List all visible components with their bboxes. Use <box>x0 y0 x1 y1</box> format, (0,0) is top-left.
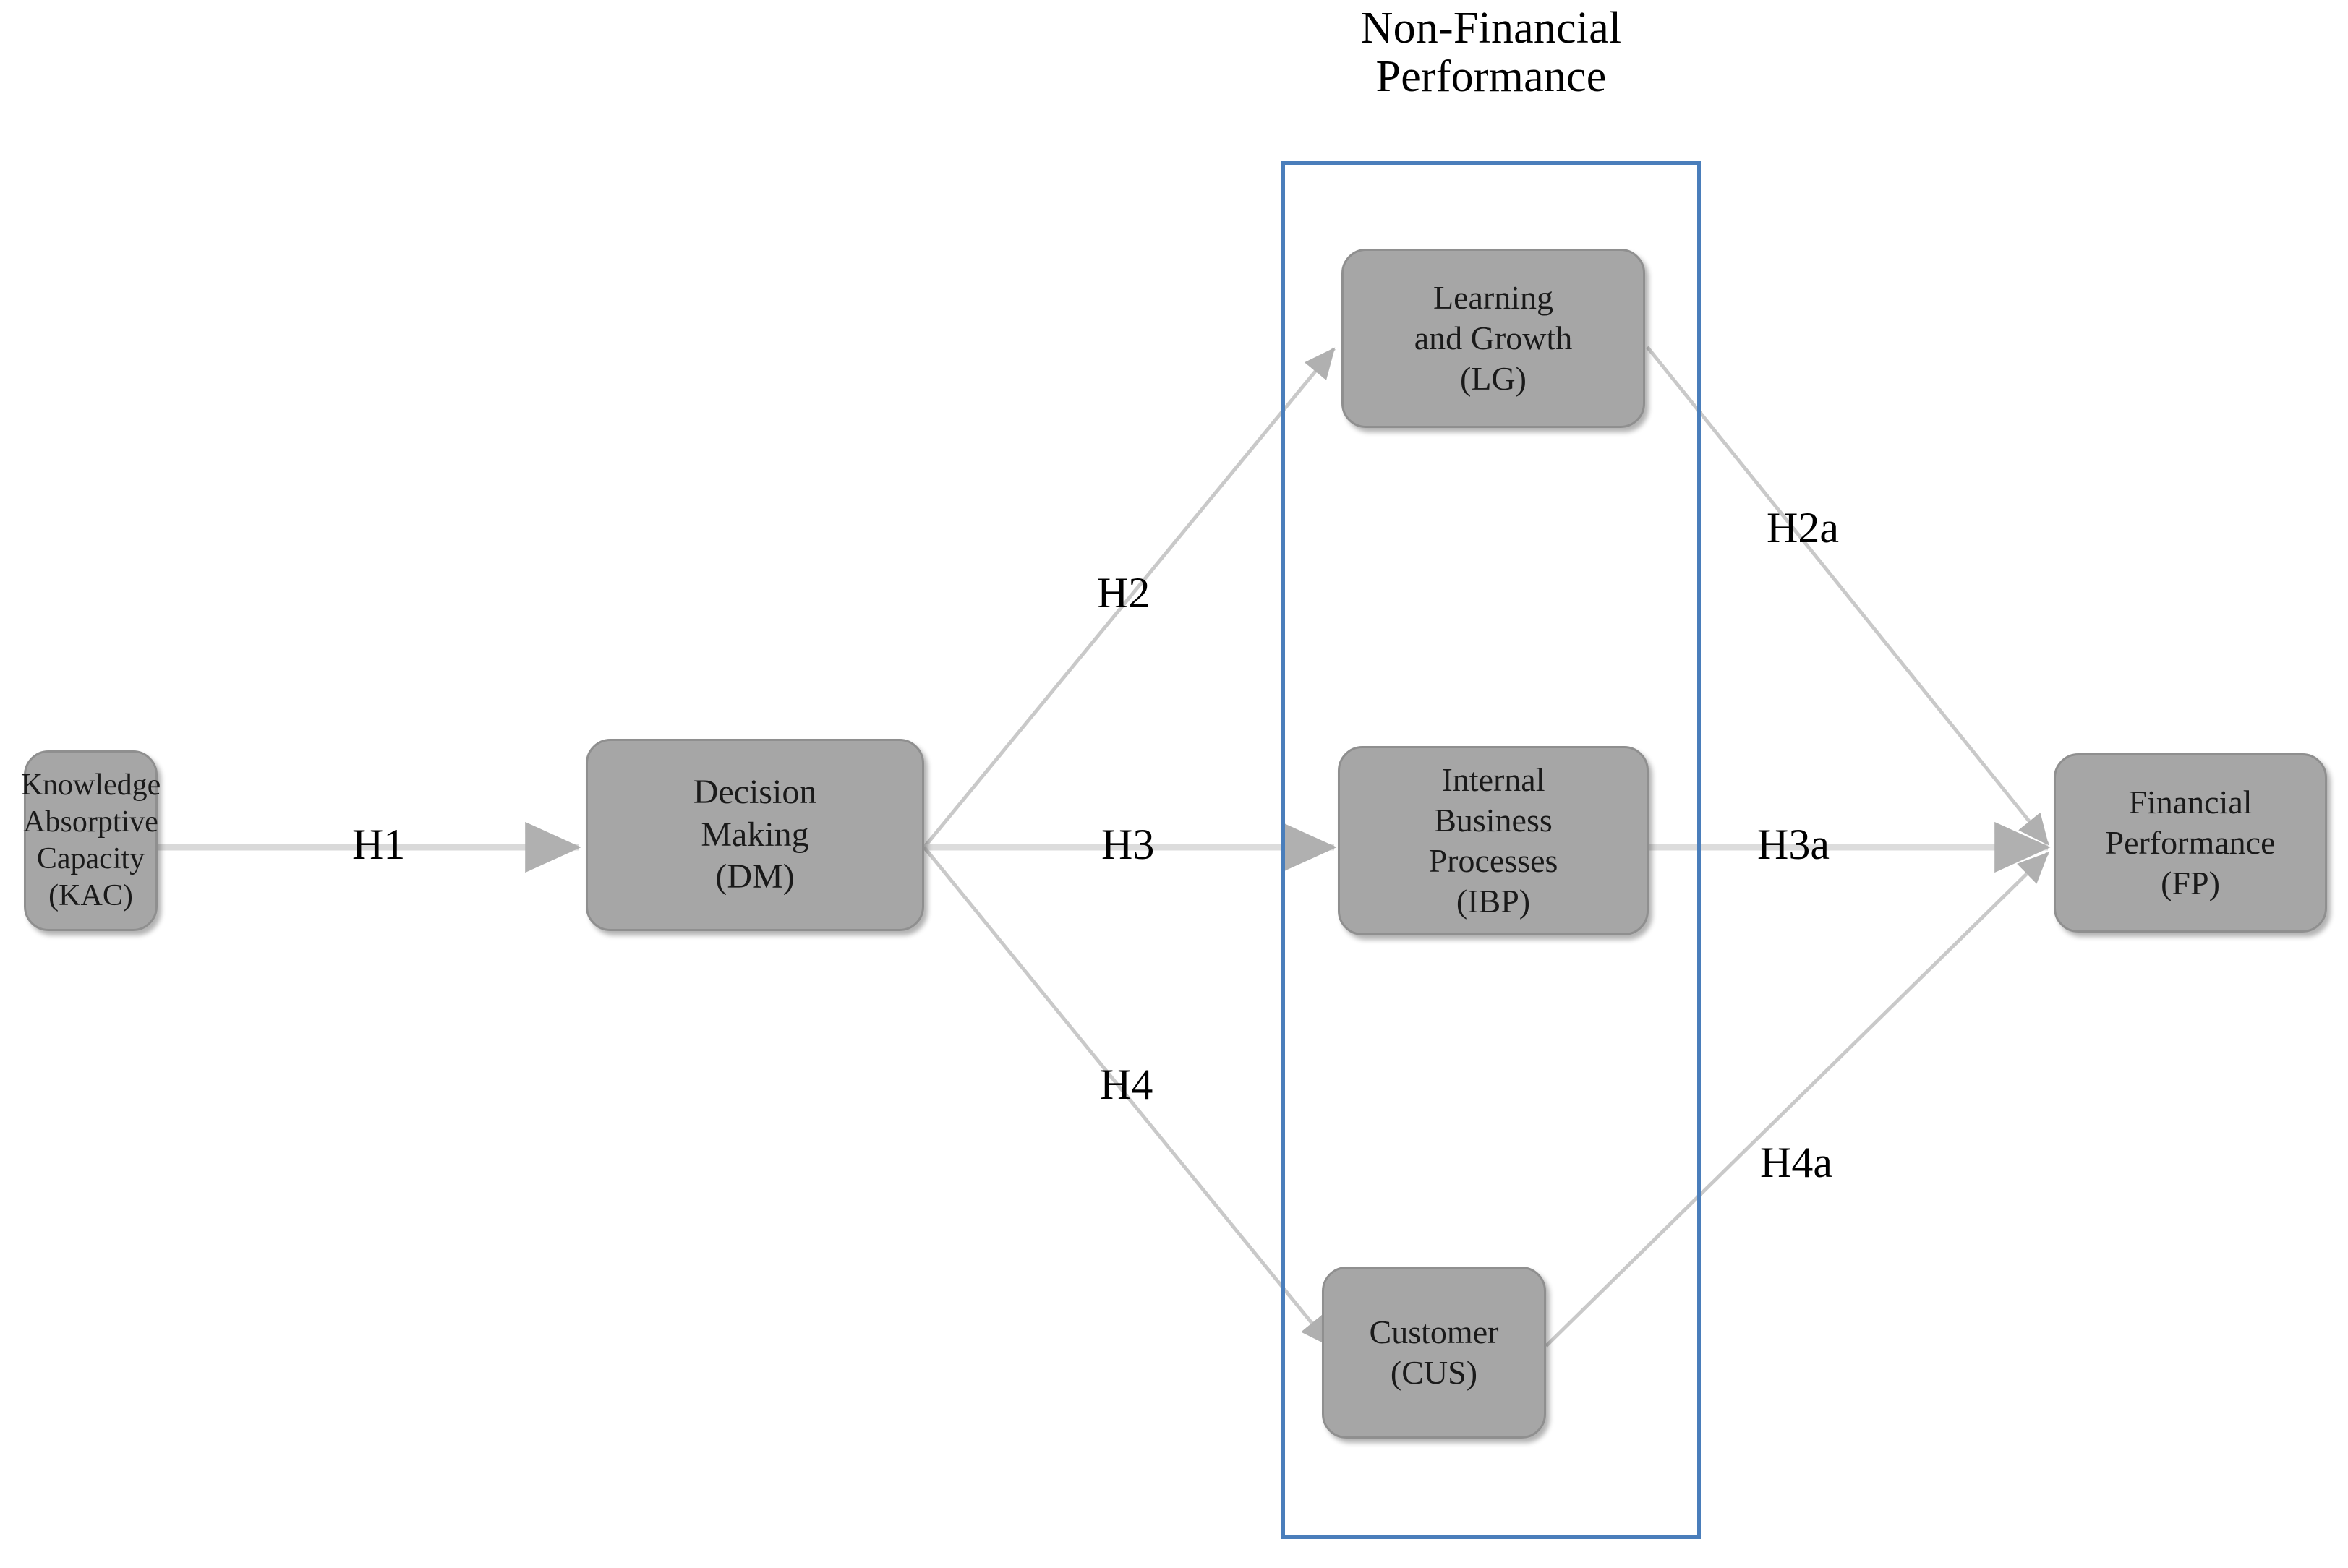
node-learning-and-growth[interactable]: Learning and Growth (LG) <box>1341 249 1645 428</box>
edge-label-h2: H2 <box>1097 569 1150 617</box>
node-internal-business-processes[interactable]: Internal Business Processes (IBP) <box>1338 746 1649 935</box>
non-financial-performance-group-frame <box>1281 161 1701 1539</box>
edge-h2a <box>1646 346 2049 846</box>
edge-h4a <box>1545 852 2049 1348</box>
edge-label-h3a: H3a <box>1757 821 1830 868</box>
edge-label-h3: H3 <box>1101 821 1155 868</box>
node-decision-making[interactable]: Decision Making (DM) <box>586 739 924 931</box>
node-customer[interactable]: Customer (CUS) <box>1322 1267 1546 1439</box>
non-financial-performance-group-title: Non-Financial Performance <box>1360 4 1622 101</box>
edge-h4 <box>923 846 1332 1348</box>
edge-label-h2a: H2a <box>1767 504 1839 552</box>
edge-h2 <box>923 347 1336 849</box>
node-knowledge-absorptive-capacity[interactable]: Knowledge Absorptive Capacity (KAC) <box>21 750 161 931</box>
edge-label-h1: H1 <box>352 821 406 868</box>
edge-label-h4a: H4a <box>1760 1139 1832 1186</box>
node-financial-performance[interactable]: Financial Performance (FP) <box>2054 753 2327 933</box>
edge-label-h4: H4 <box>1100 1061 1153 1108</box>
